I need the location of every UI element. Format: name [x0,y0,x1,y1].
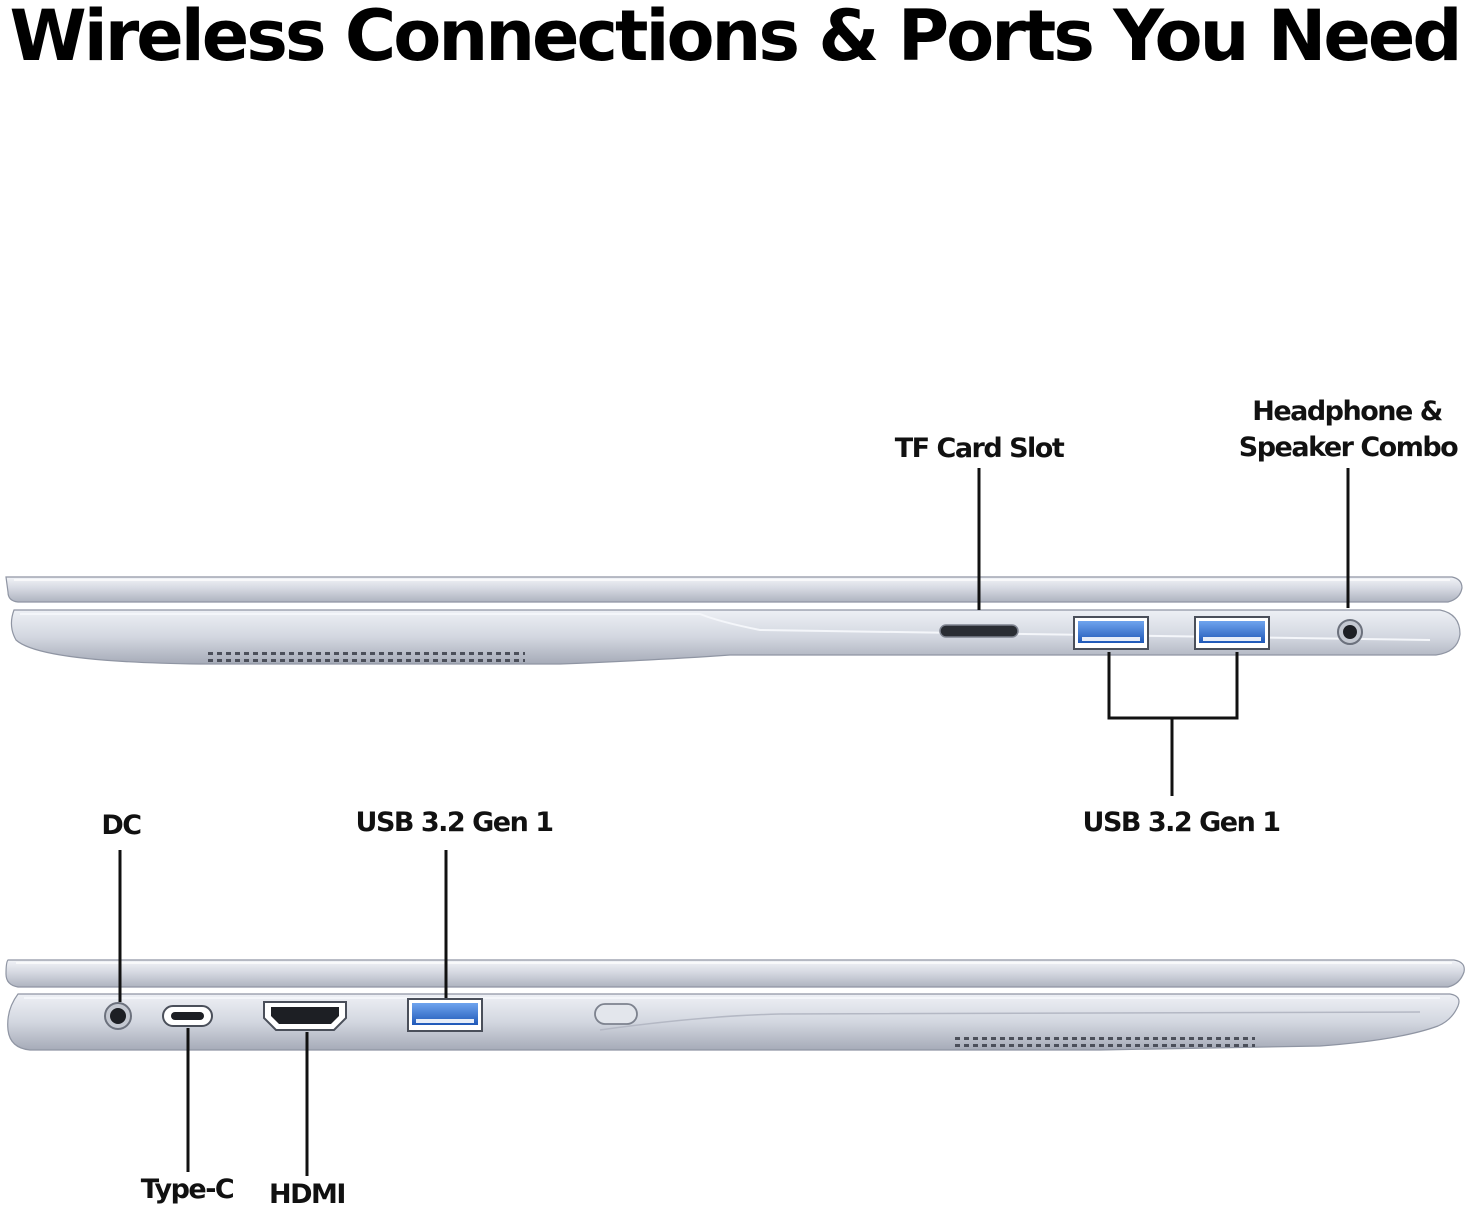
label-headphone-line1: Headphone & [1252,396,1443,427]
lid [5,576,1463,603]
leader-lines-top [977,468,1350,796]
label-dc: DC [101,810,142,841]
label-headphone-line2: Speaker Combo [1238,432,1459,463]
hdmi-port-icon [263,1001,347,1031]
tf-card-slot-port [939,624,1019,638]
laptop-right-side [5,576,1463,665]
usb-port-icon [1194,616,1270,650]
page-title: Wireless Connections & Ports You Need [9,0,1463,77]
label-usb-right: USB 3.2 Gen 1 [1082,807,1281,838]
usb-c-port-icon [162,1005,213,1027]
speaker-grille [205,650,525,664]
speaker-grille [955,1036,1255,1050]
lock-slot [594,1003,638,1025]
label-hdmi: HDMI [269,1179,346,1210]
usb-port-icon [407,998,483,1032]
label-usb-left: USB 3.2 Gen 1 [355,807,554,838]
dc-jack-icon [104,1002,132,1030]
label-type-c: Type-C [140,1174,235,1205]
lid [5,959,1465,988]
laptop-left-side [5,959,1465,1051]
headphone-jack-icon [1337,619,1363,645]
usb-port-icon [1073,616,1149,650]
leader-lines-bottom [118,850,448,1176]
label-tf-card-slot: TF Card Slot [894,433,1065,464]
